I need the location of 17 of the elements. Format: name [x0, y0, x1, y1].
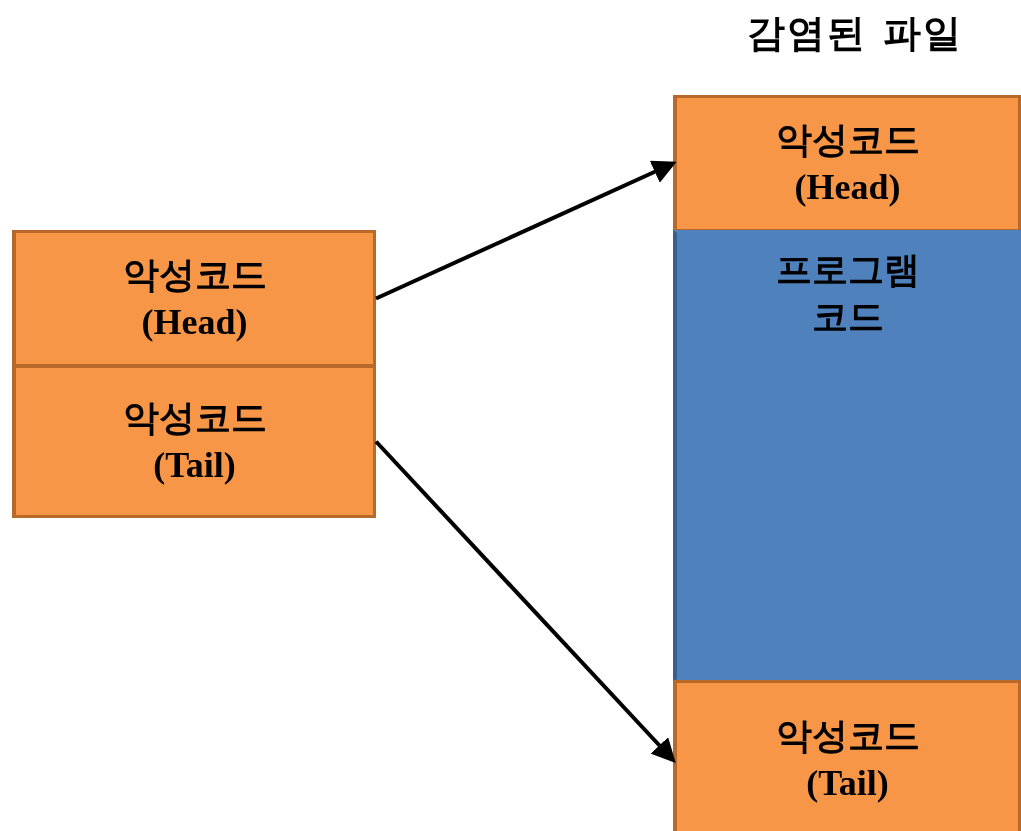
malware-block — [12, 230, 376, 367]
block-label: 악성코드 — [775, 117, 920, 162]
block-label: 악성코드 — [122, 252, 267, 297]
block-label: 프로그램 코드 — [774, 248, 921, 339]
program-block — [673, 230, 1021, 682]
malware-block — [673, 680, 1021, 831]
block-sublabel: (Head) — [794, 165, 901, 209]
malware-block — [12, 365, 376, 518]
diagram-title: 감염된 파일 — [746, 10, 964, 57]
malware-block — [673, 95, 1021, 232]
block-label: 악성코드 — [122, 395, 267, 440]
block-sublabel: (Tail) — [806, 762, 889, 805]
block-sublabel: (Tail) — [153, 443, 236, 487]
block-sublabel: (Head) — [141, 300, 248, 344]
arrow — [375, 160, 677, 301]
arrow — [374, 440, 676, 763]
block-label: 악성코드 — [775, 714, 920, 759]
